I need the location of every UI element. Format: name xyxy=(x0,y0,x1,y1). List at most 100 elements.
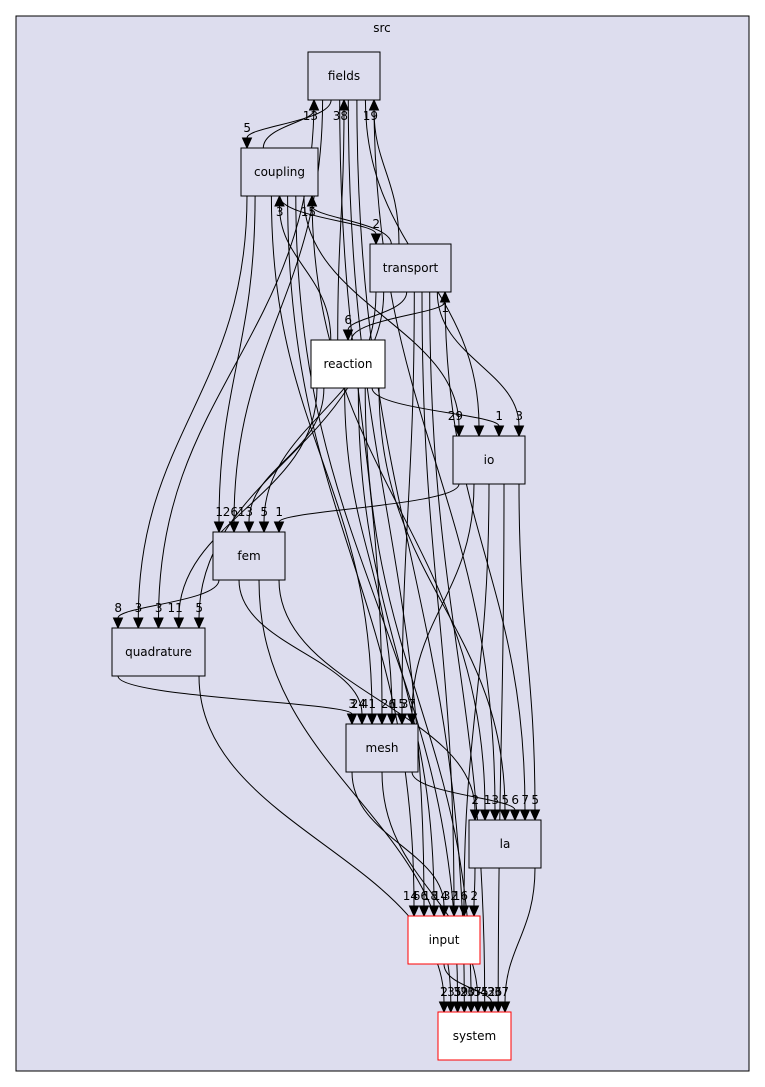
edge-count-label[interactable]: 5 xyxy=(454,985,462,999)
edge-io-to-system: 36 xyxy=(487,483,505,1014)
edge-count-label[interactable]: 39 xyxy=(453,985,468,999)
edge-line xyxy=(117,675,353,715)
node-mesh[interactable]: mesh xyxy=(345,723,419,773)
edge-count-label[interactable]: 3 xyxy=(135,601,143,615)
edge-count-label[interactable]: 38 xyxy=(333,109,348,123)
edge-arrowhead xyxy=(193,617,205,630)
edge-arrowhead xyxy=(342,329,354,342)
edge-count-label[interactable]: 20 xyxy=(460,985,475,999)
edge-mesh-to-system: 37 xyxy=(381,771,484,1014)
cluster-src: src xyxy=(15,15,750,1072)
edge-count-label[interactable]: 18 xyxy=(423,889,438,903)
edge-count-label[interactable]: 5 xyxy=(531,793,539,807)
edge-arrowhead xyxy=(133,617,144,630)
edge-line xyxy=(357,387,435,907)
edge-fem-to-mesh: 24 xyxy=(238,579,368,726)
edge-count-label[interactable]: 1 xyxy=(495,409,503,423)
edge-arrowhead xyxy=(376,713,388,726)
edge-count-label[interactable]: 3 xyxy=(515,409,523,423)
edge-count-label[interactable]: 55 xyxy=(473,985,488,999)
edge-count-label[interactable]: 2 xyxy=(372,217,380,231)
edge-count-label[interactable]: 7 xyxy=(521,793,529,807)
edge-count-label[interactable]: 5 xyxy=(195,601,203,615)
edge-arrowhead xyxy=(479,1001,490,1014)
edge-count-label[interactable]: 26 xyxy=(223,505,238,519)
edge-arrowhead xyxy=(445,1001,457,1014)
node-la[interactable]: la xyxy=(468,819,542,869)
edge-coupling-to-transport: 2 xyxy=(279,195,382,246)
node-reaction[interactable]: reaction xyxy=(310,339,386,389)
edge-transport-to-fem: 5 xyxy=(258,291,385,534)
edge-arrowhead xyxy=(459,1001,470,1014)
edge-count-label[interactable]: 1 xyxy=(275,505,283,519)
node-coupling[interactable]: coupling xyxy=(240,147,319,197)
cluster-src-label: src xyxy=(373,21,391,35)
edge-count-label[interactable]: 2 xyxy=(440,985,448,999)
node-box xyxy=(111,627,206,677)
edge-count-label[interactable]: 37 xyxy=(401,697,416,711)
edge-count-label[interactable]: 2 xyxy=(471,793,479,807)
node-label: fields xyxy=(328,69,360,83)
edge-line xyxy=(421,291,455,907)
edge-fields-to-system: 39 xyxy=(356,99,470,1014)
edge-count-label[interactable]: 3 xyxy=(276,205,284,219)
edge-count-label[interactable]: 3 xyxy=(155,601,163,615)
edge-count-label[interactable]: 24 xyxy=(351,697,366,711)
edge-count-label[interactable]: 37 xyxy=(467,985,482,999)
node-quadrature[interactable]: quadrature xyxy=(111,627,206,677)
edge-count-label[interactable]: 29 xyxy=(448,409,463,423)
edge-count-label[interactable]: 14 xyxy=(403,889,418,903)
node-io[interactable]: io xyxy=(452,435,526,485)
edge-count-label[interactable]: 5 xyxy=(243,121,251,135)
edge-arrowhead xyxy=(213,521,225,534)
edge-line xyxy=(279,195,377,235)
edge-arrowhead xyxy=(243,521,255,534)
edge-count-label[interactable]: 41 xyxy=(361,697,376,711)
edge-arrowhead xyxy=(370,233,382,246)
node-box xyxy=(468,819,542,869)
edge-mesh-to-la: 6 xyxy=(411,771,521,822)
edge-line xyxy=(411,771,516,811)
edge-arrowhead xyxy=(472,1001,484,1014)
node-box xyxy=(369,243,452,293)
node-fields[interactable]: fields xyxy=(307,51,381,101)
edge-line xyxy=(373,109,400,245)
edge-count-label[interactable]: 3 xyxy=(348,697,356,711)
edge-count-label[interactable]: 2 xyxy=(470,889,478,903)
edge-arrowhead xyxy=(465,1001,477,1014)
edge-arrowhead xyxy=(473,425,485,438)
edge-count-label[interactable]: 32 xyxy=(443,889,458,903)
edge-transport-to-la: 7 xyxy=(444,291,531,822)
edge-arrowhead xyxy=(273,521,285,534)
edge-count-label[interactable]: 11 xyxy=(168,601,183,615)
edge-arrowhead xyxy=(453,425,465,438)
edge-count-label[interactable]: 36 xyxy=(487,985,502,999)
edge-count-label[interactable]: 13 xyxy=(484,793,499,807)
edge-line xyxy=(429,291,486,1003)
edge-line xyxy=(279,205,332,341)
node-transport[interactable]: transport xyxy=(369,243,452,293)
edge-count-label[interactable]: 19 xyxy=(363,109,378,123)
edge-count-label[interactable]: 5 xyxy=(501,793,509,807)
edge-count-label[interactable]: 37 xyxy=(494,985,509,999)
node-system[interactable]: system xyxy=(437,1011,512,1061)
edge-arrowhead xyxy=(513,425,525,438)
edge-count-label[interactable]: 1 xyxy=(215,505,223,519)
edge-line xyxy=(287,195,415,907)
edge-line xyxy=(444,291,526,811)
edge-count-label[interactable]: 6 xyxy=(344,313,352,327)
edge-count-label[interactable]: 42 xyxy=(480,985,495,999)
edge-count-label[interactable]: 8 xyxy=(114,601,122,615)
edge-reaction-to-la: 5 xyxy=(378,387,511,822)
edge-count-label[interactable]: 6 xyxy=(511,793,519,807)
node-box xyxy=(345,723,419,773)
edge-line xyxy=(278,483,460,523)
edge-count-label[interactable]: 15 xyxy=(301,205,316,219)
node-fem[interactable]: fem xyxy=(212,531,286,581)
edge-arrowhead xyxy=(228,521,240,534)
edge-count-label[interactable]: 13 xyxy=(238,505,253,519)
edge-count-label[interactable]: 5 xyxy=(260,505,268,519)
node-input[interactable]: input xyxy=(407,915,481,965)
edge-io-to-mesh: 37 xyxy=(401,483,475,726)
node-box xyxy=(437,1011,512,1061)
